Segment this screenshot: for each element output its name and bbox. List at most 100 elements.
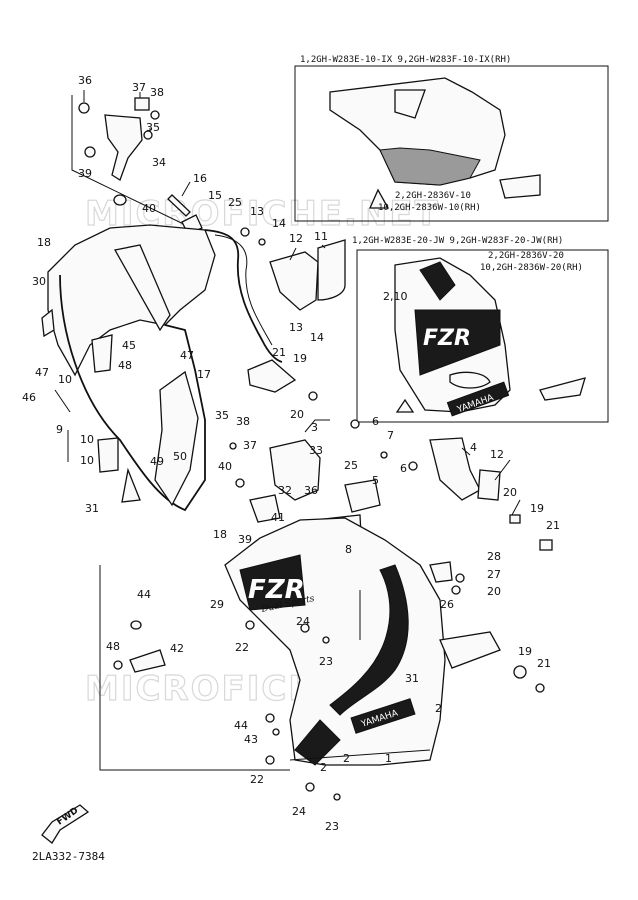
callout-48: 48 <box>106 640 120 653</box>
callout-20: 20 <box>290 408 304 421</box>
grommet-24a <box>300 623 310 633</box>
callout-40: 40 <box>142 202 156 215</box>
front-direction-arrow: FWD <box>41 804 90 844</box>
inset-mid-trim-piece <box>539 377 586 401</box>
inset-mid-triangle-mark <box>395 398 415 413</box>
callout-11: 11 <box>314 230 328 243</box>
callout-2: 2 <box>320 761 327 774</box>
leader-10a <box>54 389 71 413</box>
callout-13: 13 <box>250 205 264 218</box>
callout-31: 31 <box>85 502 99 515</box>
callout-33: 33 <box>309 444 323 457</box>
callout-10: 10 <box>80 433 94 446</box>
bracket-5 <box>344 479 381 513</box>
callout-15: 15 <box>208 189 222 202</box>
bolt-40 <box>113 194 127 206</box>
callout-27: 27 <box>487 568 501 581</box>
lower-triangle-decal <box>294 719 341 766</box>
screw-23a <box>322 636 330 644</box>
stay-tube-inner <box>214 234 273 346</box>
callout-35: 35 <box>146 121 160 134</box>
inset-top-line1: 1,2GH-W283E-10-IX 9,2GH-W283F-10-IX(RH) <box>300 55 511 65</box>
leader-3 <box>304 419 330 433</box>
callout-38: 38 <box>236 415 250 428</box>
collar-27 <box>455 573 465 583</box>
screw-23b <box>333 793 341 801</box>
callout-21: 21 <box>537 657 551 670</box>
callout-20: 20 <box>503 486 517 499</box>
callout-5: 5 <box>372 474 379 487</box>
inset-top: 1,2GH-W283E-10-IX 9,2GH-W283F-10-IX(RH) … <box>294 55 609 222</box>
collar-35b <box>229 442 237 450</box>
inset-mid-yamaha-decal-bg <box>446 381 510 417</box>
callout-47: 47 <box>35 366 49 379</box>
duct-11 <box>317 239 346 301</box>
washer-38 <box>150 110 160 120</box>
leader-16 <box>181 181 191 197</box>
inset-top-fairing-shade <box>379 147 481 186</box>
bolt-48b <box>113 660 123 670</box>
callout-14: 14 <box>272 217 286 230</box>
fwd-arrow-shape <box>41 804 90 844</box>
grommet-6b <box>408 461 418 471</box>
pin-16 <box>167 194 191 217</box>
callout-21: 21 <box>272 346 286 359</box>
bracket-32 <box>269 439 321 501</box>
callout-43: 43 <box>244 733 258 746</box>
callout-32: 32 <box>278 484 292 497</box>
callout-39: 39 <box>238 533 252 546</box>
bolt-39 <box>84 146 96 158</box>
inset-mid-line1: 1,2GH-W283E-20-JW 9,2GH-W283F-20-JW(RH) <box>352 236 563 246</box>
screw-7 <box>380 451 388 459</box>
screw-14 <box>258 238 266 246</box>
callout-24: 24 <box>296 615 310 628</box>
callout-19: 19 <box>518 645 532 658</box>
callout-37: 37 <box>132 81 146 94</box>
lower-side-cowling: FZR Dual Sports YAMAHA <box>224 517 545 766</box>
inset-top-vent <box>394 89 426 119</box>
callout-44: 44 <box>137 588 151 601</box>
leader-11 <box>321 244 326 249</box>
callout-19: 19 <box>530 502 544 515</box>
callout-13: 13 <box>289 321 303 334</box>
duct-31 <box>121 467 141 503</box>
bolt-22a <box>245 620 255 630</box>
callout-42: 42 <box>170 642 184 655</box>
mirror-mount <box>91 334 113 373</box>
screw-43 <box>272 728 280 736</box>
callout-35: 35 <box>215 409 229 422</box>
callout-9: 9 <box>56 423 63 436</box>
leader-20b <box>511 499 521 516</box>
lower-left-parts <box>99 565 341 801</box>
callout-41: 41 <box>271 511 285 524</box>
inner-panel-17 <box>154 370 199 507</box>
bracket-42 <box>129 649 166 673</box>
callout-37: 37 <box>243 439 257 452</box>
collar-35 <box>143 130 153 140</box>
callout-18: 18 <box>213 528 227 541</box>
callout-46: 46 <box>22 391 36 404</box>
callout-2: 2 <box>343 752 350 765</box>
side-cowling-1 <box>224 517 446 766</box>
grommet-6a <box>350 419 360 429</box>
callout-45: 45 <box>122 339 136 352</box>
lower-trim-10 <box>97 437 119 473</box>
callout-22: 22 <box>250 773 264 786</box>
bracket-12 <box>269 251 319 311</box>
callout-1: 1 <box>385 752 392 765</box>
callout-36: 36 <box>78 74 92 87</box>
callout-25: 25 <box>228 196 242 209</box>
leader-lines <box>54 90 521 761</box>
inset-mid-oval <box>449 371 491 389</box>
callout-14: 14 <box>310 331 324 344</box>
callout-10: 10 <box>80 454 94 467</box>
screen-cutout <box>113 244 171 332</box>
cowling-outline <box>59 274 206 512</box>
fastener-28 <box>429 561 453 583</box>
inset-mid-line3: 10,2GH-2836W-20(RH) <box>480 263 583 273</box>
callout-7: 7 <box>387 429 394 442</box>
grommet-13 <box>240 227 250 237</box>
stay-tube-assembly <box>204 227 346 393</box>
callout-24: 24 <box>292 805 306 818</box>
